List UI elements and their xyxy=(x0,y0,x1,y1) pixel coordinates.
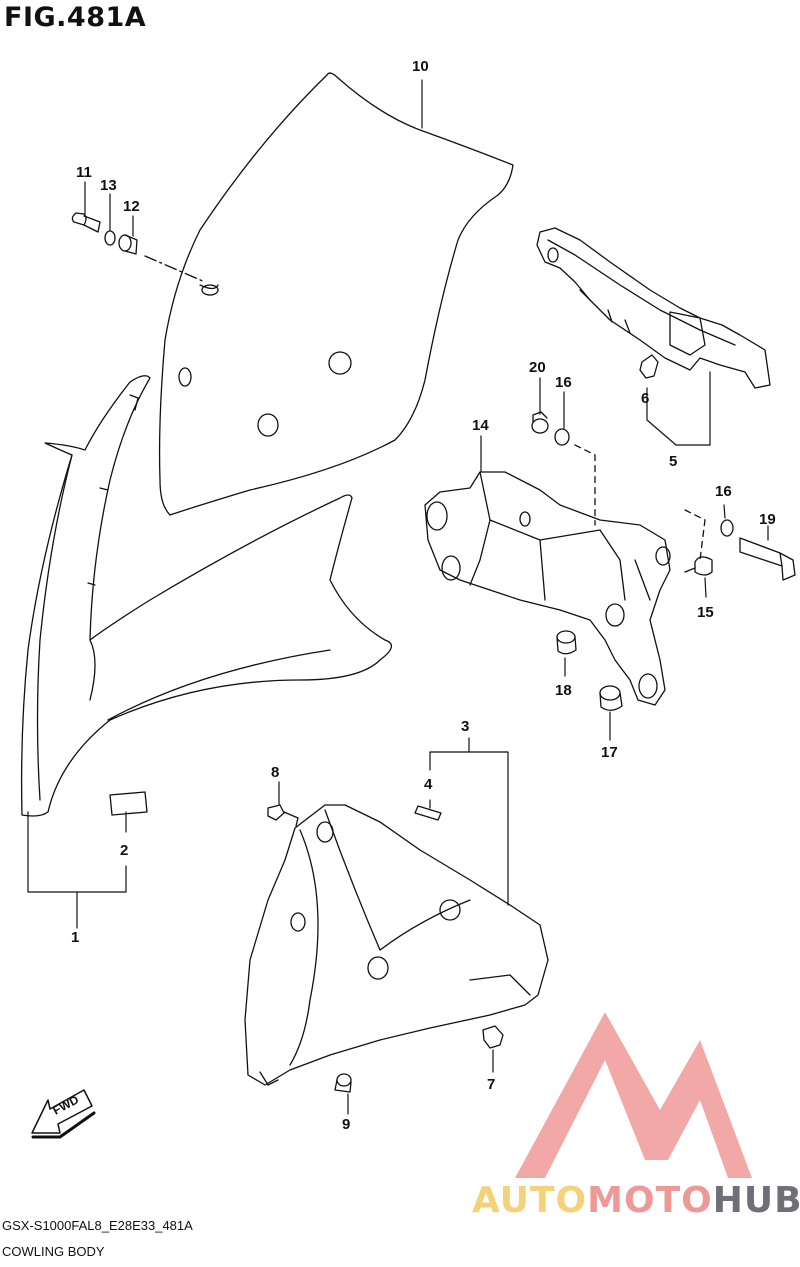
windscreen-part-10 xyxy=(158,72,514,516)
callout-16-upper: 16 xyxy=(555,374,572,391)
callout-8: 8 xyxy=(271,764,280,781)
callout-7: 7 xyxy=(487,1076,496,1093)
fwd-arrow-icon xyxy=(31,1089,96,1139)
grommet-part-17 xyxy=(599,685,623,711)
bolt-part-19 xyxy=(739,537,796,581)
callout-3: 3 xyxy=(461,718,470,735)
screw-part-9 xyxy=(334,1073,352,1093)
callout-9: 9 xyxy=(342,1116,351,1133)
washer-part-16-lower xyxy=(720,519,734,537)
callout-17: 17 xyxy=(601,744,618,761)
washer-part-16-upper xyxy=(554,428,570,446)
callout-11: 11 xyxy=(76,164,92,181)
leader-lines xyxy=(27,79,769,1115)
nut-part-15 xyxy=(684,556,713,576)
callout-15: 15 xyxy=(697,604,714,621)
callout-13: 13 xyxy=(100,177,117,194)
collar-part-18 xyxy=(556,630,577,655)
tape-part-4 xyxy=(414,805,442,821)
collar-part-12 xyxy=(118,234,138,255)
dashed-leader-lines xyxy=(574,444,706,561)
watermark-text: AUTOMOTOHUB xyxy=(472,1180,800,1221)
nut-part-20 xyxy=(531,411,549,434)
callout-2: 2 xyxy=(120,842,129,859)
group-name: COWLING BODY xyxy=(2,1244,105,1259)
label-part-2 xyxy=(109,791,148,816)
callout-20: 20 xyxy=(529,359,546,376)
callout-12: 12 xyxy=(123,198,140,215)
assembly-line-12-10 xyxy=(144,255,206,283)
screw-part-11 xyxy=(71,212,101,233)
callout-1: 1 xyxy=(71,929,80,946)
watermark-part-auto: AUTO xyxy=(472,1180,588,1221)
screw-part-8 xyxy=(267,804,299,827)
watermark-logo xyxy=(515,1012,752,1178)
callout-10: 10 xyxy=(412,58,429,75)
watermark-part-hub: HUB xyxy=(712,1180,800,1221)
callout-6: 6 xyxy=(641,390,650,407)
model-code: GSX-S1000FAL8_E28E33_481A xyxy=(2,1218,193,1233)
inner-cover-part-3 xyxy=(244,804,549,1086)
upper-bracket-part-5 xyxy=(536,227,771,389)
washer-part-13 xyxy=(104,230,116,246)
cowling-body-part-1 xyxy=(20,375,392,817)
watermark-part-moto: MOTO xyxy=(587,1180,713,1221)
callout-18: 18 xyxy=(555,682,572,699)
clip-part-7 xyxy=(482,1025,504,1049)
stay-bracket-part-14 xyxy=(424,471,671,706)
callout-19: 19 xyxy=(759,511,776,528)
callout-5: 5 xyxy=(669,453,678,470)
callout-4: 4 xyxy=(424,776,433,793)
figure-title: FIG.481A xyxy=(4,2,147,33)
callout-16-lower: 16 xyxy=(715,483,732,500)
grommet-part-6 xyxy=(639,354,659,379)
callout-14: 14 xyxy=(472,417,489,434)
